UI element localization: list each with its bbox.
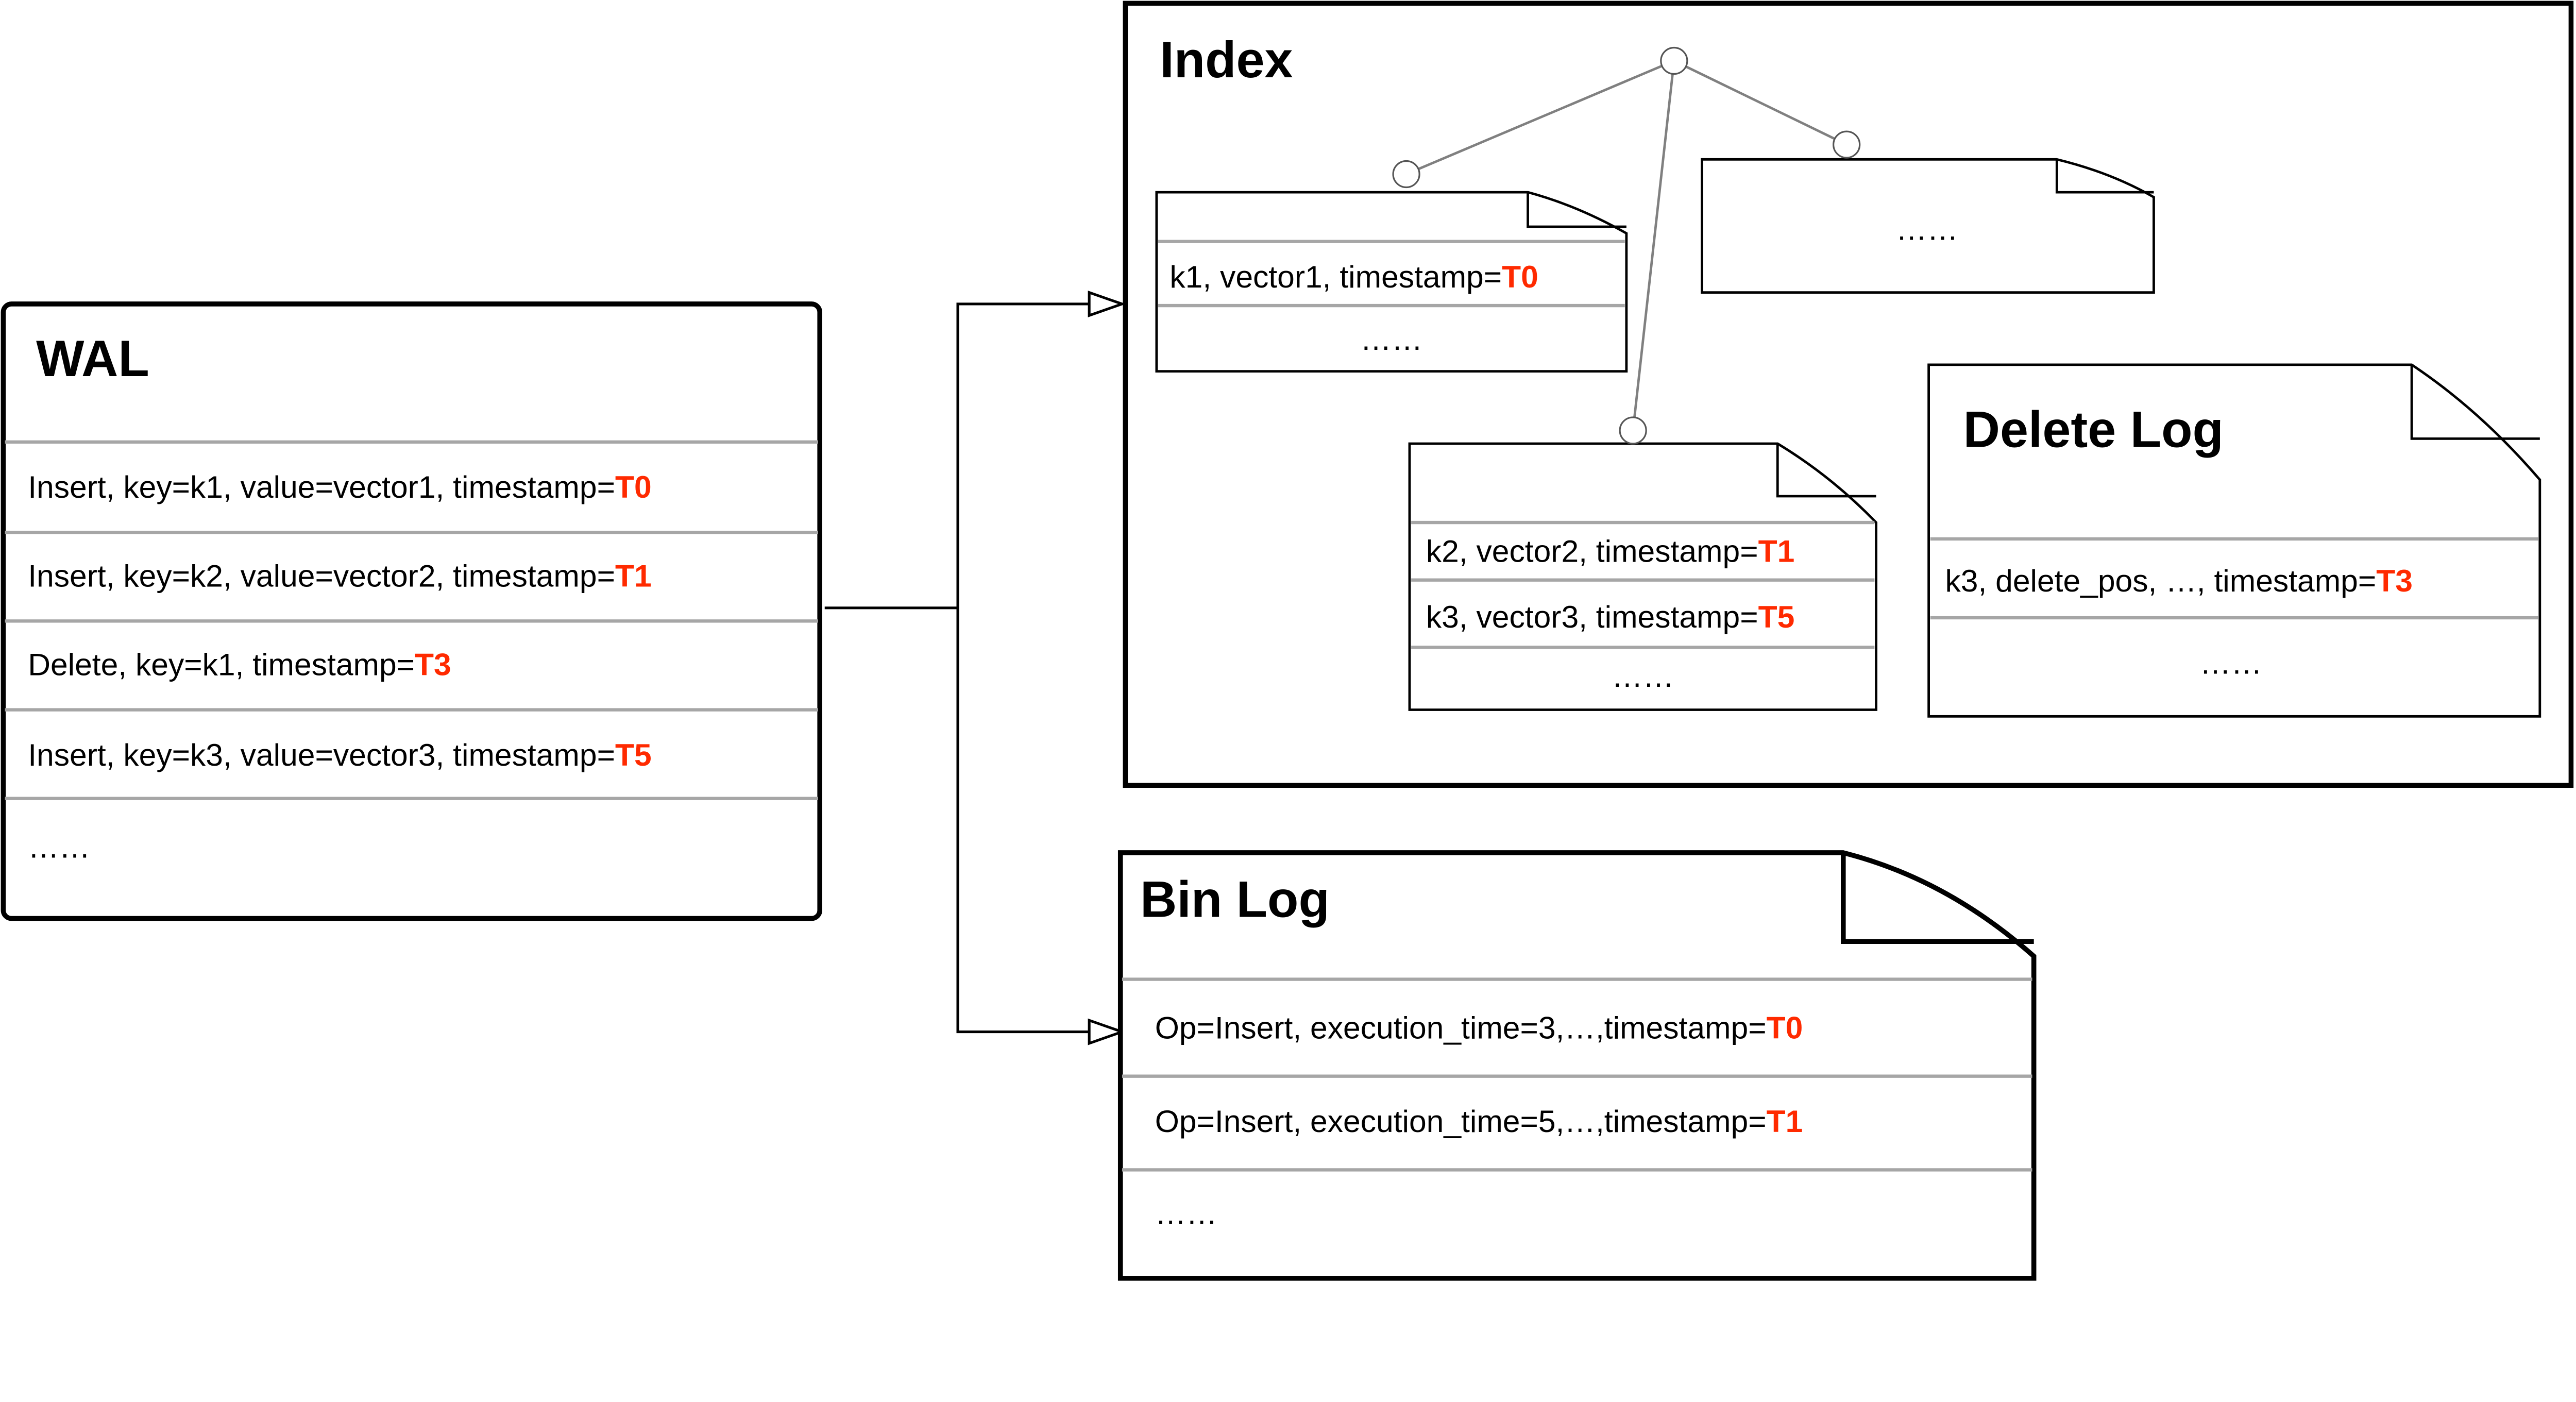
tree-node-icon	[1833, 130, 1861, 159]
delete-log-more: ……	[2200, 645, 2262, 680]
wal-box: WAL Insert, key=k1, value=vector1, times…	[1, 301, 822, 921]
delete-log-row: k3, delete_pos, …, timestamp=T3	[1945, 563, 2412, 598]
bin-log: Bin Log Op=Insert, execution_time=3,…,ti…	[1117, 850, 2037, 1281]
bin-log-row: Op=Insert, execution_time=3,…,timestamp=…	[1155, 1010, 1803, 1045]
wal-row: Delete, key=k1, timestamp=T3	[28, 647, 451, 682]
wal-row: Insert, key=k2, value=vector2, timestamp…	[28, 558, 651, 593]
tree-node-icon	[1660, 46, 1688, 75]
index-node-1: k1, vector1, timestamp=T0 ……	[1155, 191, 1628, 373]
arrowhead-icon	[1088, 1018, 1126, 1045]
index-node-2: ……	[1701, 158, 2155, 294]
wal-row: Insert, key=k3, value=vector3, timestamp…	[28, 737, 651, 772]
index-box: Index k1, vector1, timestamp=T0 …… …… k2…	[1123, 1, 2574, 788]
node-row: k2, vector2, timestamp=T1	[1426, 534, 1794, 569]
bin-log-title: Bin Log	[1140, 871, 1330, 927]
tree-node-icon	[1619, 416, 1647, 445]
delete-log-title: Delete Log	[1963, 401, 2224, 458]
node-more: ……	[1360, 322, 1422, 357]
delete-log: Delete Log k3, delete_pos, …, timestamp=…	[1927, 363, 2541, 718]
arrowhead-icon	[1088, 291, 1126, 317]
node-row: k1, vector1, timestamp=T0	[1170, 259, 1538, 294]
wal-title: WAL	[36, 330, 149, 387]
node-more: ……	[1896, 212, 1958, 247]
index-title: Index	[1160, 31, 1293, 88]
index-node-3: k2, vector2, timestamp=T1 k3, vector3, t…	[1408, 442, 1877, 711]
tree-node-icon	[1392, 160, 1420, 189]
wal-row: Insert, key=k1, value=vector1, timestamp…	[28, 469, 651, 504]
node-more: ……	[1612, 658, 1674, 694]
bin-log-more: ……	[1155, 1196, 1217, 1231]
node-row: k3, vector3, timestamp=T5	[1426, 599, 1794, 634]
diagram-canvas: WAL Insert, key=k1, value=vector1, times…	[1, 1, 2574, 1281]
wal-more: ……	[28, 830, 90, 865]
bin-log-row: Op=Insert, execution_time=5,…,timestamp=…	[1155, 1104, 1803, 1139]
connector-arrows	[824, 291, 1126, 1045]
